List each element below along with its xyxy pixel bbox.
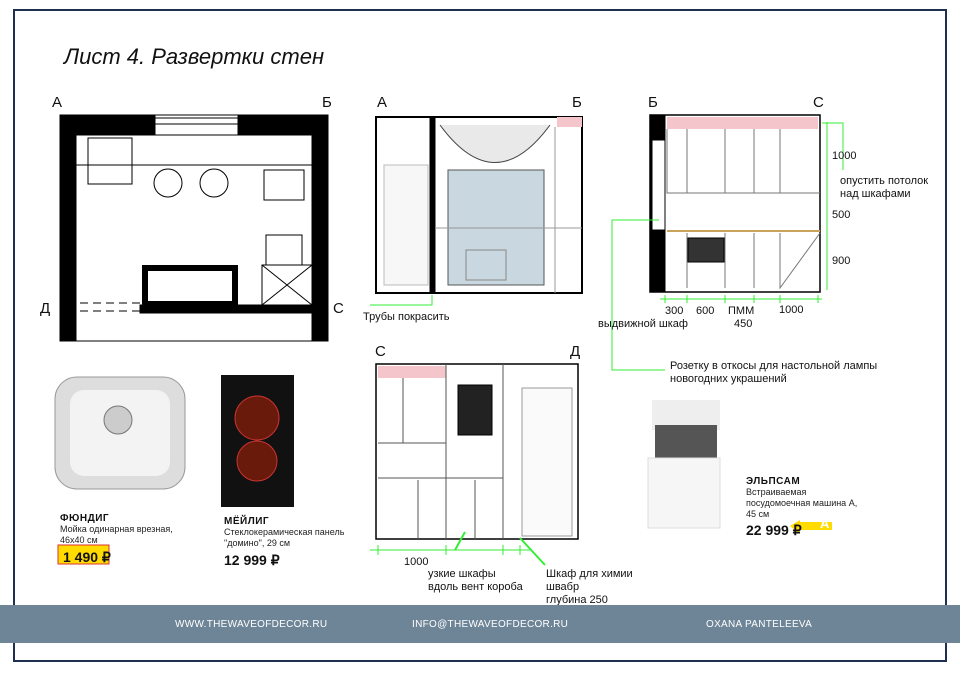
note-socket-line: Розетку в откосы для настольной лампы	[670, 360, 878, 372]
energy-class: A	[820, 516, 830, 531]
page-frame	[13, 9, 947, 662]
product-desc: "домино", 29 см	[224, 538, 291, 548]
dim-h-pmm: ПММ	[728, 305, 755, 317]
wall-cd-left: С	[375, 343, 386, 360]
energy-badge	[800, 522, 832, 530]
dishwasher-image	[647, 400, 721, 529]
note-narrow-line: узкие шкафы	[428, 568, 496, 580]
footer-author: OXANA PANTELEEVA	[706, 619, 813, 630]
product-price: 22 999 ₽	[746, 522, 802, 538]
note-narrow-line: вдоль вент короба	[428, 581, 523, 593]
wall-bc-right: С	[813, 94, 824, 111]
note-socket-line: новогодних украшений	[670, 373, 787, 385]
product-desc: Стеклокерамическая панель	[224, 527, 345, 537]
dim-h-600: 600	[696, 305, 715, 317]
footer-email[interactable]: INFO@THEWAVEOFDECOR.RU	[412, 619, 569, 630]
product-dishwasher[interactable]: ЭЛЬПСАМ Встраиваемая посудомоечная машин…	[746, 476, 857, 539]
dim-cd-1000: 1000	[404, 556, 429, 568]
product-desc: Встраиваемая	[746, 487, 807, 497]
sink-image	[54, 376, 186, 490]
note-drawer: выдвижной шкаф	[598, 318, 688, 330]
wall-cd-right: Д	[570, 343, 581, 360]
note-chem-line: Шкаф для химии	[546, 568, 633, 580]
product-price: 1 490 ₽	[63, 549, 111, 565]
note-ceiling-line: над шкафами	[840, 188, 911, 200]
wall-cd-elevation	[370, 363, 579, 566]
plan-label-c: С	[333, 300, 344, 317]
product-cooktop[interactable]: МЁЙЛИГ Стеклокерамическая панель "домино…	[224, 516, 344, 569]
dim-v-900: 900	[832, 255, 851, 267]
product-name: МЁЙЛИГ	[224, 516, 270, 527]
product-desc: 46x40 см	[60, 535, 98, 545]
product-name: ФЮНДИГ	[60, 513, 110, 524]
wall-bc-elevation	[611, 114, 844, 371]
note-pipes: Трубы покрасить	[363, 311, 450, 323]
note-chem-line: швабр	[546, 581, 580, 593]
dim-h-1000: 1000	[779, 304, 804, 316]
wall-ab-elevation	[370, 116, 583, 306]
product-desc: 45 см	[746, 509, 770, 519]
product-sink[interactable]: ФЮНДИГ Мойка одинарная врезная, 46x40 см…	[60, 513, 173, 566]
product-desc: посудомоечная машина А,	[746, 498, 858, 508]
product-name: ЭЛЬПСАМ	[746, 476, 801, 487]
product-desc: Мойка одинарная врезная,	[60, 524, 173, 534]
dim-h-300: 300	[665, 305, 684, 317]
dim-v-500: 500	[832, 209, 851, 221]
wall-ab-right: Б	[572, 94, 582, 111]
note-chem-line: глубина 250	[546, 594, 608, 606]
price-highlight	[57, 544, 110, 565]
footer-site[interactable]: WWW.THEWAVEOFDECOR.RU	[175, 619, 328, 630]
floor-plan	[59, 114, 329, 342]
plan-label-d: Д	[40, 300, 51, 317]
footer: WWW.THEWAVEOFDECOR.RU INFO@THEWAVEOFDECO…	[0, 605, 960, 643]
dim-v-1000: 1000	[832, 150, 857, 162]
plan-label-a: А	[52, 94, 63, 111]
dim-h-450: 450	[734, 318, 753, 330]
cooktop-image	[221, 375, 294, 507]
page-title: Лист 4. Развертки стен	[64, 44, 325, 69]
product-price: 12 999 ₽	[224, 552, 280, 568]
plan-label-b: Б	[322, 94, 332, 111]
note-ceiling-line: опустить потолок	[840, 175, 929, 187]
wall-bc-left: Б	[648, 94, 658, 111]
wall-ab-left: А	[377, 94, 388, 111]
